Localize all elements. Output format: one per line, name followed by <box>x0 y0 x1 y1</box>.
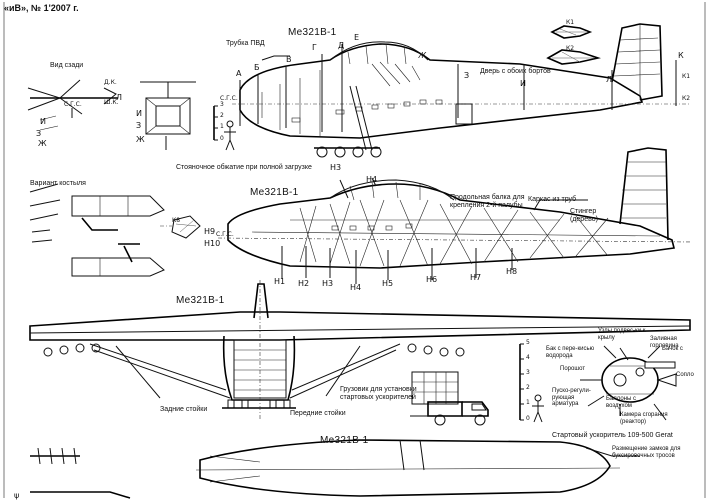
scale-tick-2: 2 <box>220 112 224 119</box>
mark-k2-tail: К2 <box>682 95 691 102</box>
label-parking-compression: Стояночное обжатие при полной загрузке <box>176 164 312 171</box>
label-air-bottles: Баллоны с воздухом <box>606 396 636 409</box>
mark-k1-tail: К1 <box>682 73 691 80</box>
mark-e: Е <box>354 33 360 42</box>
person-figure <box>224 120 236 151</box>
label-powder: Порошот <box>560 366 586 372</box>
title-bottom: Me321B-1 <box>320 435 369 446</box>
label-regulator: Пуско-регули-рующая арматура <box>552 388 591 408</box>
title-top: Me321B-1 <box>288 27 337 38</box>
mark-v: В <box>286 55 292 64</box>
label-longitudinal-beam: Продольная балка для крепления 2-й палуб… <box>450 194 525 209</box>
scale-r-tick-2: 2 <box>526 384 530 391</box>
station-h10: Н10 <box>204 239 221 248</box>
title-middle: Me321B-1 <box>250 187 299 198</box>
label-wing-attach: Узлы подвес-ки к крылу <box>598 328 646 341</box>
station-h8: Н8 <box>506 267 518 276</box>
station-h9: Н9 <box>204 227 216 236</box>
mark-k8: К8 <box>172 217 181 224</box>
mark-zh-left: Ж <box>38 139 47 148</box>
label-pvd-tube: Трубка ПВД <box>226 40 265 47</box>
station-h3-bottom: Н3 <box>322 279 334 288</box>
mark-a: А <box>236 69 242 78</box>
rear-view <box>27 79 118 131</box>
side-view-top <box>232 23 690 158</box>
mark-k: К <box>678 51 684 60</box>
mark-z-left: З <box>36 129 42 138</box>
scale-r-tick-1: 1 <box>526 399 530 406</box>
mark-shk: Ш.К. <box>104 99 119 106</box>
mark-i-rear: И <box>136 109 142 118</box>
mark-i: И <box>520 79 526 88</box>
label-stringer: Стингер (дерево) <box>570 208 598 223</box>
section-k1 <box>550 25 593 39</box>
side-view-structure <box>217 147 693 284</box>
mark-l: Л <box>606 75 613 84</box>
mark-l-rear: Л <box>116 93 123 102</box>
scale-r-tick-5: 5 <box>526 339 530 346</box>
station-h1: Н1 <box>274 277 286 286</box>
label-door: Дверь с обоих бортов <box>480 68 551 75</box>
label-skid-variant: Вариант костыля <box>30 180 86 187</box>
label-front-struts: Передние стойки <box>290 410 346 417</box>
section-k2 <box>546 49 601 65</box>
station-h4: Н4 <box>350 283 362 292</box>
mark-sgs-mid: С.Г.С. <box>216 231 234 238</box>
top-view-partial <box>30 439 640 499</box>
mark-sgs-top: С.Г.С. <box>220 95 238 102</box>
front-view <box>29 280 691 420</box>
label-filler-neck: Заливная горловина <box>650 336 679 349</box>
scale-tick-3: 3 <box>220 101 224 108</box>
label-nozzle: Сопло <box>676 372 694 378</box>
station-h4-top: Н4 <box>366 175 378 184</box>
station-h3: Н3 <box>330 163 342 172</box>
station-h5: Н5 <box>382 279 394 288</box>
skid-cross-sections <box>29 183 61 243</box>
rocket-booster <box>580 345 677 421</box>
cross-section-box <box>140 81 196 150</box>
scale-ruler-left <box>213 105 218 141</box>
psi-mark: ψ <box>14 491 20 500</box>
station-h7: Н7 <box>470 273 482 282</box>
station-h2: Н2 <box>298 279 310 288</box>
mark-zh-rear: Ж <box>136 135 145 144</box>
mark-z-rear: З <box>136 121 142 130</box>
mark-zh: Ж <box>418 51 427 60</box>
scale-r-tick-4: 4 <box>526 354 530 361</box>
scale-r-tick-3: 3 <box>526 369 530 376</box>
skid-variant <box>71 195 201 277</box>
label-rear-view: Вид сзади <box>50 62 84 69</box>
label-combustion: Камера сгорания (реактор) <box>620 412 668 425</box>
mark-z: З <box>464 71 470 80</box>
scale-r-tick-0: 0 <box>526 415 530 422</box>
label-cable-locks: Размещение замков для буксировочных трос… <box>612 446 681 459</box>
station-h6: Н6 <box>426 275 438 284</box>
label-fuel-tank: Бачок с <box>662 346 683 352</box>
mark-g: Г <box>312 43 317 52</box>
mark-d: Д <box>338 41 345 50</box>
title-front: Me321B-1 <box>176 295 225 306</box>
source-header: «иВ», № 1'2007 г. <box>4 3 79 13</box>
scale-tick-1: 1 <box>220 123 224 130</box>
label-rocket: Стартовый ускоритель 109-500 Gerat <box>552 432 673 439</box>
mark-dk: Д.К. <box>104 79 117 86</box>
mark-k1: К1 <box>566 19 575 26</box>
label-rear-struts: Задние стойки <box>160 406 208 413</box>
mark-i-left: И <box>40 117 46 126</box>
label-tube-frame: Каркас из труб <box>528 196 577 203</box>
mark-sgs-rear: С.Г.С. <box>64 101 82 108</box>
label-hydrogen-tank: Бак с пере-кисью водорода <box>546 346 595 359</box>
loader-truck <box>410 343 544 426</box>
mark-b: Б <box>254 63 260 72</box>
mark-k2: К2 <box>566 45 575 52</box>
label-loader: Грузовик для установки стартовых ускорит… <box>340 386 417 401</box>
scale-tick-0: 0 <box>220 135 224 142</box>
